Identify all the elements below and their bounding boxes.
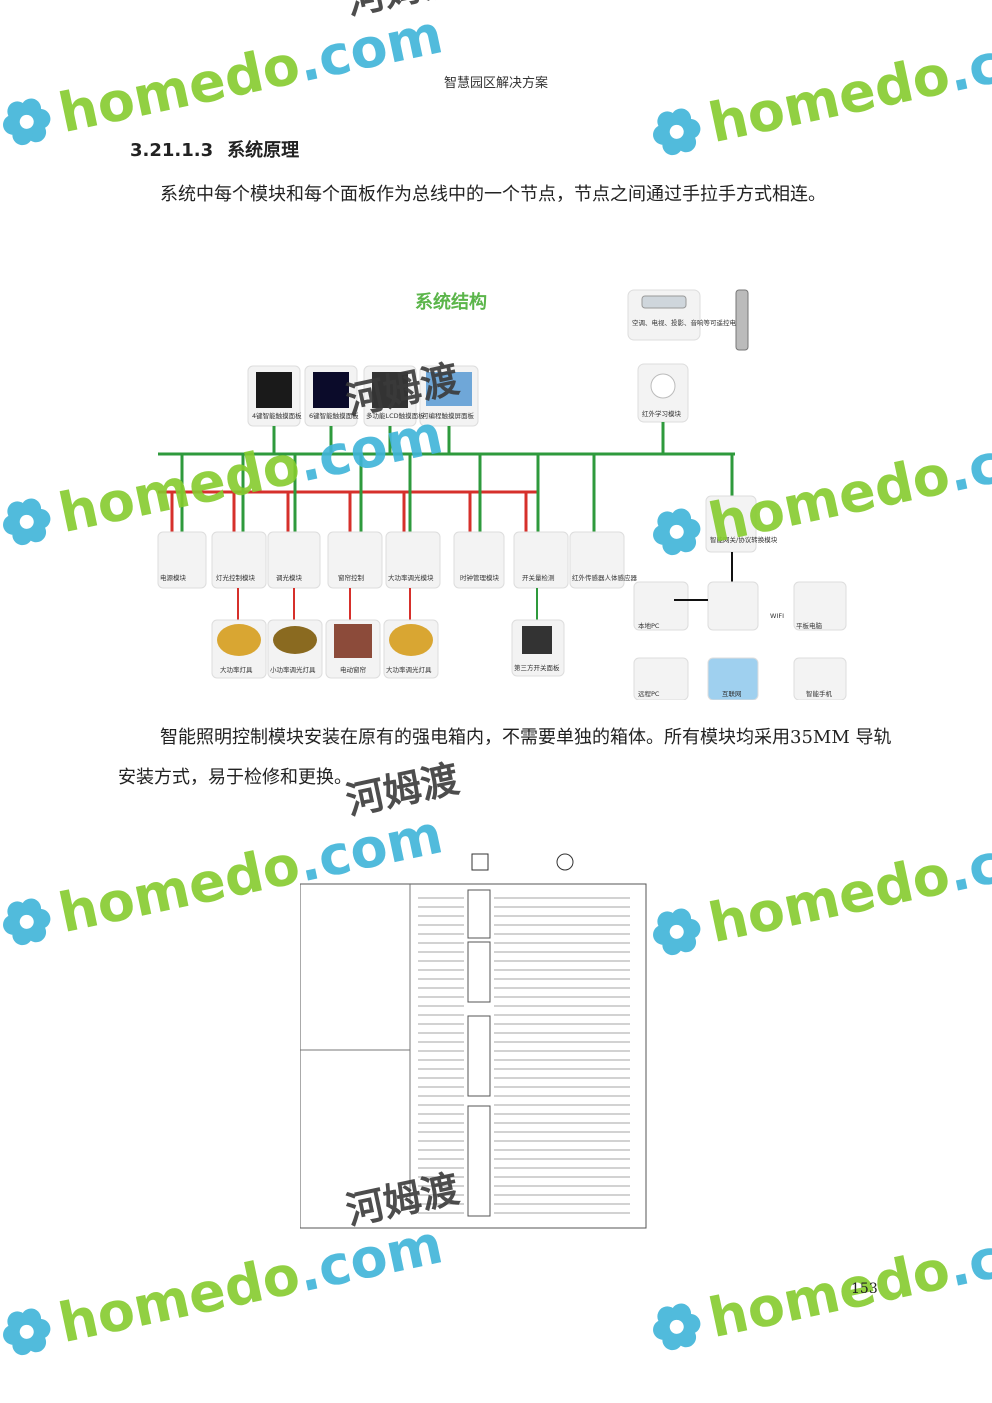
module-label-4: 窗帘控制 xyxy=(338,573,365,582)
panel-label-1: 4键智能触摸面板 xyxy=(252,411,302,420)
load-label-4: 大功率调光灯具 xyxy=(386,665,432,674)
watermark-flower-icon xyxy=(653,108,701,156)
figure-title: 系统结构 xyxy=(415,291,487,313)
wifi-label: WIFI xyxy=(770,612,784,620)
remote-control-icon xyxy=(735,289,749,351)
remote-pc-label: 远程PC xyxy=(638,689,660,698)
module-label-1: 电源模块 xyxy=(160,573,187,582)
watermark-flower-icon xyxy=(3,898,51,946)
module-label-2: 灯光控制模块 xyxy=(216,573,256,582)
load-label-2: 小功率调光灯具 xyxy=(270,665,316,674)
panel-row: 4键智能触摸面板 6键智能触摸面板 多功能LCD触摸面板 可编程触摸屏面板 xyxy=(247,365,479,427)
panel-label-2: 6键智能触摸面板 xyxy=(309,411,359,420)
panel-label-4: 可编程触摸屏面板 xyxy=(422,411,475,420)
ir-module-label: 红外学习模块 xyxy=(642,409,682,418)
watermark-flower-icon xyxy=(3,498,51,546)
watermark-flower-icon xyxy=(653,908,701,956)
module-row: 电源模块 灯光控制模块 调光模块 窗帘控制 大功率调光模块 时钟管理模块 开关量… xyxy=(157,531,638,589)
load-label-1: 大功率灯具 xyxy=(220,665,253,674)
wiring-diagram-figure xyxy=(300,853,647,1229)
paragraph-2: 智能照明控制模块安装在原有的强电箱内，不需要单独的箱体。所有模块均采用35MM … xyxy=(118,727,892,788)
page-number: 153 xyxy=(851,1281,878,1297)
watermark-flower-icon xyxy=(3,98,51,146)
system-structure-figure: 系统结构 空调、电视、投影、音响等可遥控电器 红外学习模块 4键智能触摸面板 6… xyxy=(157,289,847,700)
section-heading: 3.21.1.3 系统原理 xyxy=(130,136,299,162)
watermark-text: homedo.com xyxy=(703,812,992,955)
section-number: 3.21.1.3 xyxy=(130,140,214,161)
gateway-label: 智能网关/协议转换模块 xyxy=(710,535,778,544)
tablet-label: 平板电脑 xyxy=(796,621,823,630)
watermark-cn-text: 河姆渡 xyxy=(342,0,463,23)
watermark-6: homedo.com xyxy=(653,812,992,956)
section-title: 系统原理 xyxy=(227,140,300,161)
watermark-8: homedo.com xyxy=(653,1207,992,1351)
module-label-6: 时钟管理模块 xyxy=(460,573,500,582)
page-header: 智慧园区解决方案 xyxy=(443,76,548,91)
phone-label: 智能手机 xyxy=(806,689,833,698)
load-label-3: 电动窗帘 xyxy=(340,665,367,674)
watermark-flower-icon xyxy=(3,1308,51,1356)
watermark-flower-icon xyxy=(653,1303,701,1351)
load-row: 大功率灯具 小功率调光灯具 电动窗帘 大功率调光灯具 xyxy=(211,619,439,679)
panel-label-3: 多功能LCD触摸面板 xyxy=(366,411,425,420)
internet-label: 互联网 xyxy=(722,689,742,698)
module-label-5: 大功率调光模块 xyxy=(388,573,434,582)
ir-sensor-icon xyxy=(650,373,676,399)
module-label-3: 调光模块 xyxy=(276,573,303,582)
third-party-switch-label: 第三方开关面板 xyxy=(514,663,560,672)
ir-devices-label: 空调、电视、投影、音响等可遥控电器 xyxy=(632,318,743,327)
local-pc-label: 本地PC xyxy=(638,621,660,630)
module-label-7: 开关量检测 xyxy=(522,573,555,582)
watermark-text: homedo.com xyxy=(703,1207,992,1350)
module-label-8: 红外传感器人体感应器 xyxy=(572,573,638,582)
paragraph-1: 系统中每个模块和每个面板作为总线中的一个节点，节点之间通过手拉手方式相连。 xyxy=(160,184,826,205)
